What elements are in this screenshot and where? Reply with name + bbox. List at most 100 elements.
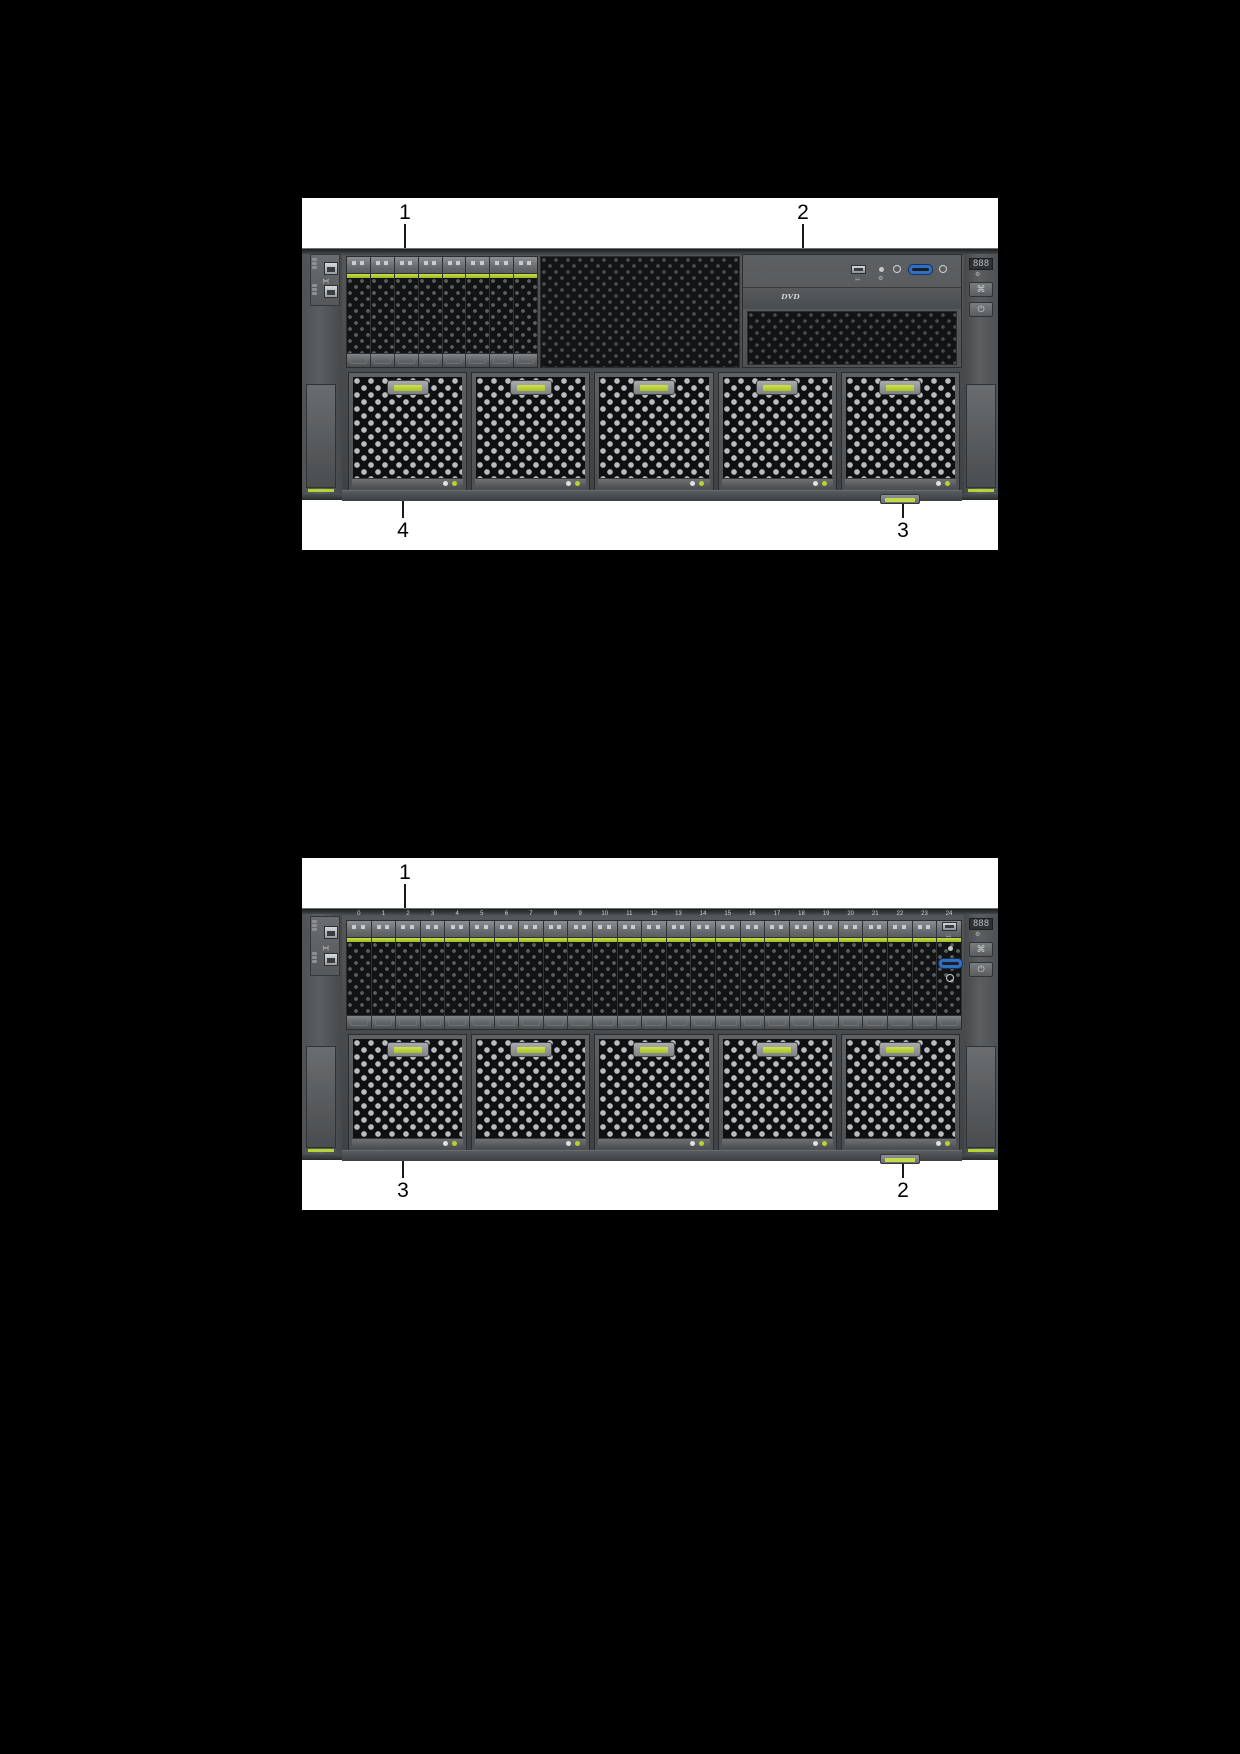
drive-bay[interactable]: 11 bbox=[617, 911, 643, 1029]
drive-bay[interactable]: 6 bbox=[494, 911, 520, 1029]
drive-release-latch[interactable] bbox=[789, 1015, 814, 1029]
drive-bay[interactable]: 16 bbox=[740, 911, 766, 1029]
drive-release-latch[interactable] bbox=[445, 1015, 469, 1029]
drive-bay[interactable]: 1 bbox=[371, 911, 397, 1029]
rail-release-tab[interactable] bbox=[880, 494, 920, 504]
drive-release-latch[interactable] bbox=[519, 1015, 543, 1029]
drive-release-latch[interactable] bbox=[691, 1015, 715, 1029]
power-supply-unit[interactable] bbox=[348, 372, 468, 492]
drive-release-latch[interactable] bbox=[863, 1015, 888, 1029]
drive-release-latch[interactable] bbox=[666, 1015, 691, 1029]
drive-release-latch[interactable] bbox=[394, 353, 418, 367]
drive-bay[interactable]: 10 bbox=[592, 911, 618, 1029]
psu-handle[interactable] bbox=[386, 1042, 429, 1057]
ear-latch-handle[interactable] bbox=[306, 1046, 336, 1148]
drive-bay[interactable]: 15 bbox=[715, 911, 741, 1029]
drive-bay[interactable]: 22 bbox=[888, 911, 913, 1029]
drive-bay[interactable] bbox=[466, 257, 491, 367]
power-button[interactable]: ⏻ bbox=[969, 962, 993, 977]
drive-release-latch[interactable] bbox=[543, 1015, 568, 1029]
drive-bay[interactable]: 13 bbox=[666, 911, 692, 1029]
drive-release-latch[interactable] bbox=[347, 353, 370, 367]
drive-bay[interactable]: 7 bbox=[519, 911, 544, 1029]
drive-bay[interactable]: 19 bbox=[814, 911, 839, 1029]
dvd-drive-bay[interactable]: DVD bbox=[743, 287, 961, 309]
ear-latch-handle[interactable] bbox=[966, 1046, 996, 1148]
usb-front-port-icon[interactable] bbox=[851, 265, 866, 274]
psu-handle[interactable] bbox=[756, 1042, 799, 1057]
power-supply-unit[interactable] bbox=[348, 1034, 468, 1152]
drive-release-latch[interactable] bbox=[420, 1015, 445, 1029]
drive-bay[interactable] bbox=[490, 257, 515, 367]
drive-release-latch[interactable] bbox=[838, 1015, 863, 1029]
psu-handle[interactable] bbox=[386, 380, 429, 395]
drive-bay[interactable]: 12 bbox=[642, 911, 667, 1029]
psu-handle[interactable] bbox=[879, 1042, 922, 1057]
psu-handle[interactable] bbox=[756, 380, 799, 395]
drive-bay[interactable]: 9 bbox=[568, 911, 593, 1029]
drive-release-latch[interactable] bbox=[592, 1015, 617, 1029]
usb-port-icon[interactable] bbox=[324, 926, 338, 939]
drive-release-latch[interactable] bbox=[370, 353, 394, 367]
drive-release-latch[interactable] bbox=[371, 1015, 396, 1029]
psu-handle[interactable] bbox=[879, 380, 922, 395]
power-supply-unit[interactable] bbox=[594, 372, 714, 492]
drive-bay[interactable] bbox=[442, 257, 467, 367]
power-supply-unit[interactable] bbox=[471, 372, 591, 492]
usb-port-icon[interactable] bbox=[324, 953, 338, 966]
psu-handle[interactable] bbox=[633, 1042, 675, 1057]
power-button[interactable]: ⏻ bbox=[969, 302, 993, 317]
drive-bay[interactable]: 2 bbox=[396, 911, 421, 1029]
power-supply-unit[interactable] bbox=[471, 1034, 591, 1152]
drive-release-latch[interactable] bbox=[494, 1015, 519, 1029]
drive-bay[interactable] bbox=[370, 257, 395, 367]
psu-handle[interactable] bbox=[509, 380, 552, 395]
drive-release-latch[interactable] bbox=[937, 1015, 961, 1029]
drive-release-latch[interactable] bbox=[347, 1015, 371, 1029]
drive-release-latch[interactable] bbox=[740, 1015, 765, 1029]
psu-handle[interactable] bbox=[633, 380, 675, 395]
usb-port-icon[interactable] bbox=[324, 285, 338, 298]
drive-release-latch[interactable] bbox=[765, 1015, 789, 1029]
drive-release-latch[interactable] bbox=[568, 1015, 592, 1029]
drive-release-latch[interactable] bbox=[888, 1015, 912, 1029]
power-supply-unit[interactable] bbox=[717, 1034, 837, 1152]
drive-release-latch[interactable] bbox=[642, 1015, 666, 1029]
drive-bay[interactable]: 17 bbox=[765, 911, 790, 1029]
drive-release-latch[interactable] bbox=[442, 353, 466, 367]
drive-bay[interactable]: 21 bbox=[863, 911, 889, 1029]
ear-latch-handle[interactable] bbox=[966, 384, 996, 488]
drive-bay[interactable]: 18 bbox=[789, 911, 815, 1029]
drive-bay[interactable]: 14 bbox=[691, 911, 716, 1029]
drive-bay[interactable] bbox=[514, 257, 537, 367]
drive-bay[interactable]: 8 bbox=[543, 911, 569, 1029]
vga-connector-icon[interactable] bbox=[908, 264, 933, 275]
drive-bay[interactable]: 5 bbox=[469, 911, 495, 1029]
drive-release-latch[interactable] bbox=[514, 353, 537, 367]
uid-button[interactable]: ⌘ bbox=[969, 942, 993, 957]
drive-bay[interactable]: 20 bbox=[838, 911, 864, 1029]
power-supply-unit[interactable] bbox=[840, 372, 961, 492]
drive-release-latch[interactable] bbox=[469, 1015, 494, 1029]
drive-release-latch[interactable] bbox=[912, 1015, 937, 1029]
drive-bay[interactable]: 23 bbox=[912, 911, 938, 1029]
psu-handle[interactable] bbox=[509, 1042, 552, 1057]
drive-bay[interactable]: 4 bbox=[445, 911, 470, 1029]
drive-bay[interactable] bbox=[394, 257, 419, 367]
uid-button[interactable]: ⌘ bbox=[969, 282, 993, 297]
drive-bay[interactable]: 0 bbox=[347, 911, 372, 1029]
drive-release-latch[interactable] bbox=[418, 353, 442, 367]
drive-release-latch[interactable] bbox=[715, 1015, 740, 1029]
power-supply-unit[interactable] bbox=[717, 372, 837, 492]
usb-front-port-icon[interactable] bbox=[942, 922, 957, 931]
drive-bay[interactable]: 3 bbox=[420, 911, 446, 1029]
drive-bay[interactable] bbox=[418, 257, 443, 367]
rail-release-tab[interactable] bbox=[880, 1154, 920, 1164]
drive-release-latch[interactable] bbox=[490, 353, 514, 367]
drive-release-latch[interactable] bbox=[466, 353, 490, 367]
usb-port-icon[interactable] bbox=[324, 262, 338, 275]
power-supply-unit[interactable] bbox=[594, 1034, 714, 1152]
drive-release-latch[interactable] bbox=[814, 1015, 838, 1029]
drive-bay[interactable] bbox=[347, 257, 371, 367]
drive-release-latch[interactable] bbox=[396, 1015, 420, 1029]
